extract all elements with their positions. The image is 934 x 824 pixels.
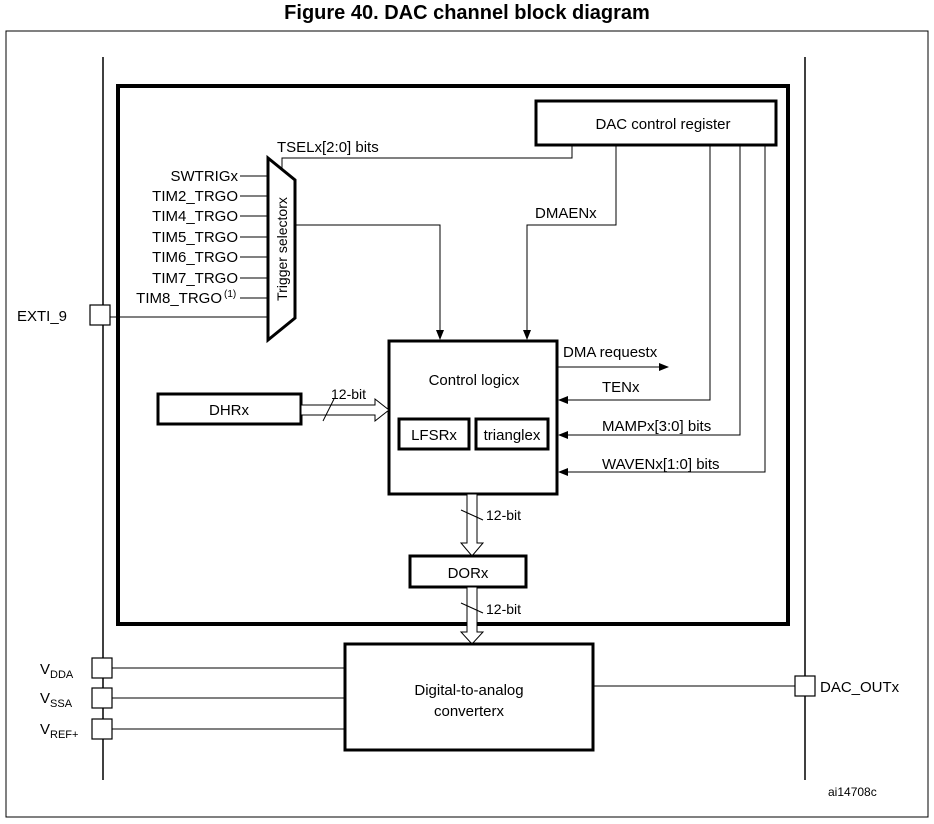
outer-frame <box>5 30 929 818</box>
trigger-input-label: TIM6_TRGO <box>152 249 238 266</box>
triangle-label: trianglex <box>484 427 541 444</box>
triangle-box <box>474 417 550 451</box>
trigger-input-label: TIM2_TRGO <box>152 188 238 205</box>
dmaen-line <box>523 145 617 340</box>
trigger-input-label: SWTRIGx <box>171 168 239 185</box>
trigger-selector-label: Trigger selectorx <box>274 197 290 301</box>
dma-request-label: DMA requestx <box>563 344 658 361</box>
trigger-output-line <box>295 224 444 340</box>
dac-bus-slash <box>460 602 484 614</box>
control-logic-label: Control logicx <box>429 372 520 389</box>
dac-converter-box <box>343 642 595 752</box>
dac-out-label: DAC_OUTx <box>820 679 900 696</box>
wave-label: WAVENx[1:0] bits <box>602 456 720 473</box>
dhr-label: DHRx <box>209 402 249 419</box>
tsel-label: TSELx[2:0] bits <box>277 139 379 156</box>
trigger-input-label: TIM8_TRGO <box>136 290 222 307</box>
dac-channel-box <box>116 84 790 626</box>
dac-bus-width: 12-bit <box>486 601 521 617</box>
dhr-bus-slash <box>322 398 335 422</box>
mamp-label: MAMPx[3:0] bits <box>602 418 711 435</box>
vssa-label: VSSA <box>40 690 73 710</box>
dor-bus-arrow <box>459 493 485 557</box>
exti-label: EXTI_9 <box>17 308 67 325</box>
dor-bus-slash <box>460 509 484 521</box>
dac-converter-label-line2: converterx <box>434 703 505 720</box>
trigger-footnote: (1) <box>224 289 236 300</box>
dor-bus-width: 12-bit <box>486 507 521 523</box>
vdda-pin <box>91 657 113 679</box>
exti-pin <box>89 304 111 326</box>
dac-control-register-label: DAC control register <box>595 116 730 133</box>
ten-line <box>558 145 711 404</box>
vref-label: VREF+ <box>40 721 78 741</box>
trigger-input-label: TIM4_TRGO <box>152 208 238 225</box>
mamp-line <box>558 145 741 439</box>
lfsr-label: LFSRx <box>411 427 457 444</box>
dac-control-register-box <box>534 99 778 147</box>
dhr-bus-width: 12-bit <box>331 386 366 402</box>
lfsr-box <box>397 417 471 451</box>
dor-label: DORx <box>448 565 489 582</box>
dor-box <box>408 554 528 589</box>
dac-converter-label-line1: Digital-to-analog <box>414 682 523 699</box>
dhr-bus-arrow <box>300 397 390 423</box>
trigger-input-label: TIM5_TRGO <box>152 229 238 246</box>
vref-pin <box>91 718 113 740</box>
trigger-input-label: TIM7_TRGO <box>152 270 238 287</box>
vdda-label: VDDA <box>40 661 74 681</box>
figure-id: ai14708c <box>828 785 877 799</box>
dac-out-pin <box>794 675 816 697</box>
wave-line <box>558 145 766 476</box>
dmaen-label: DMAENx <box>535 205 597 222</box>
vssa-pin <box>91 687 113 709</box>
dac-bus-arrow <box>459 586 485 645</box>
figure-title: Figure 40. DAC channel block diagram <box>284 2 650 24</box>
trigger-selector-mux <box>266 154 297 344</box>
ten-label: TENx <box>602 379 640 396</box>
